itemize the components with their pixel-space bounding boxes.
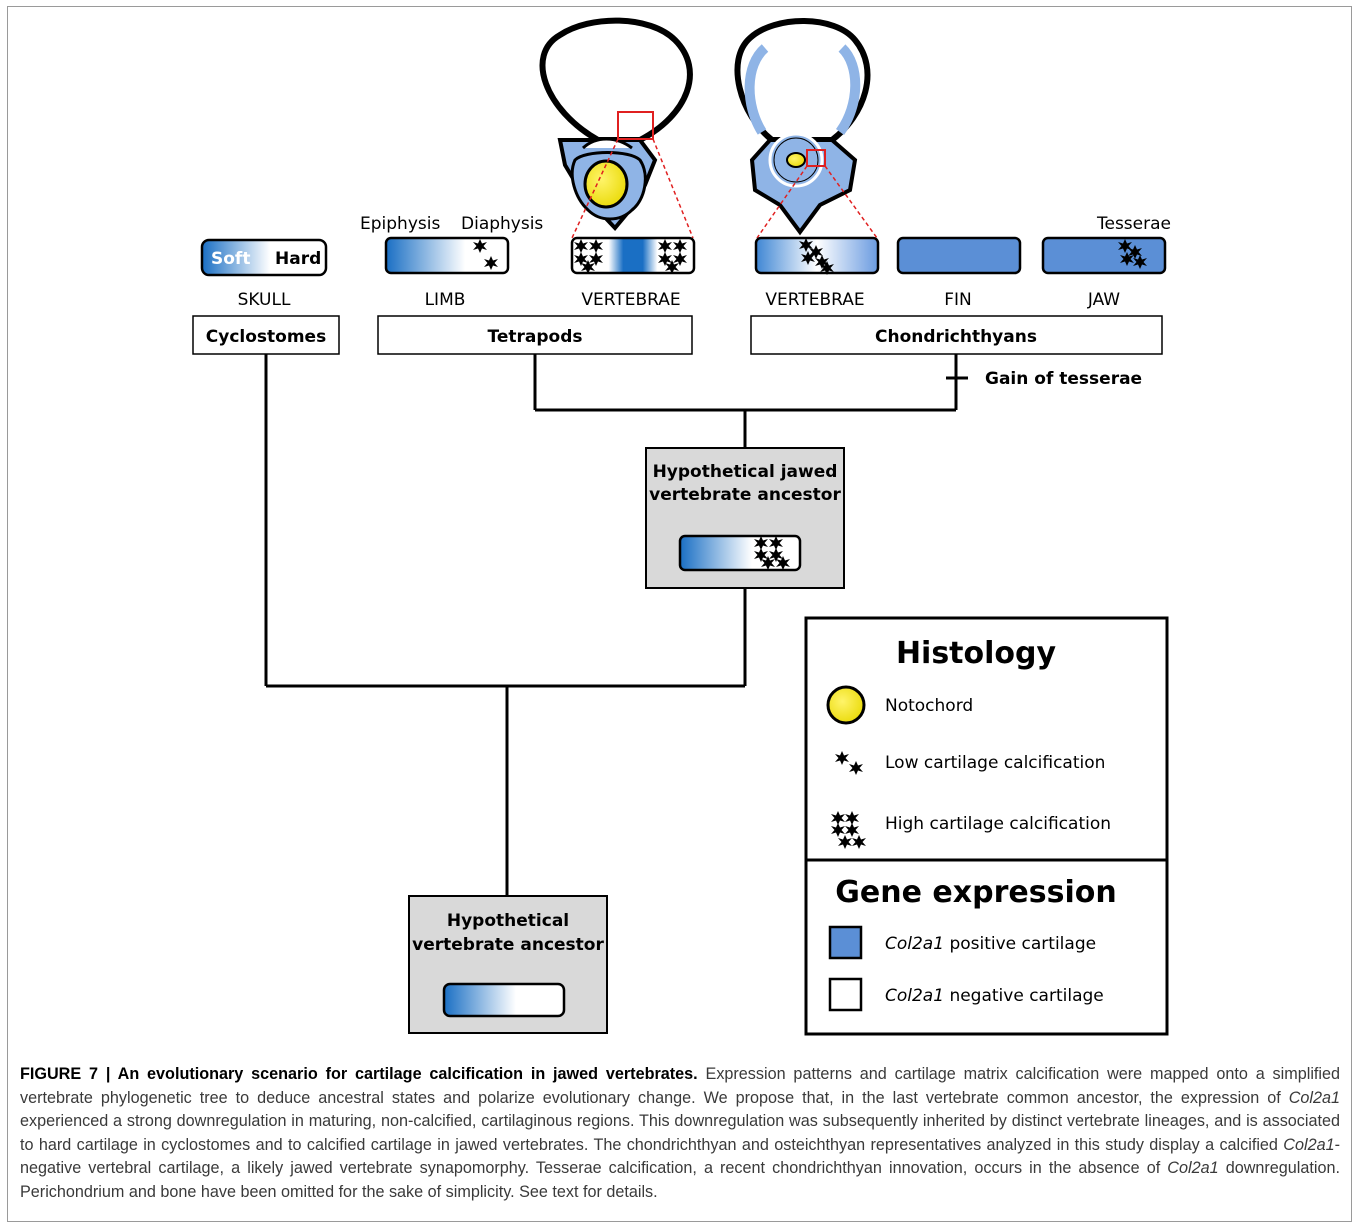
negative-label: Col2a1 negative cartilage xyxy=(885,986,1104,1006)
cyclostomes-box xyxy=(192,315,340,355)
caption-label: FIGURE 7 | xyxy=(20,1065,118,1083)
histology-title: Histology xyxy=(896,636,1057,671)
tetrapod-vertebrae-bar xyxy=(570,236,696,275)
figure-caption: FIGURE 7 | An evolutionary scenario for … xyxy=(20,1065,1341,1201)
tissue-vertebrae-tetrapod: VERTEBRAE xyxy=(581,290,680,310)
chondrichthyan-vertebrae-bar xyxy=(754,236,880,275)
skull-bar: Soft Hard xyxy=(200,238,328,277)
tissue-limb: LIMB xyxy=(425,290,466,310)
fin-bar xyxy=(896,236,1022,275)
tissue-vertebrae-chondrichthyan: VERTEBRAE xyxy=(765,290,864,310)
positive-swatch xyxy=(828,925,863,960)
tesserae-label: Tesserae xyxy=(1096,214,1171,234)
vertebrate-ancestor-box: Hypothetical vertebrate ancestor xyxy=(408,895,608,1034)
chondrichthyans-box xyxy=(750,315,1163,355)
jawed-ancestor-box: Hypothetical jawed vertebrate ancestor xyxy=(645,447,845,589)
negative-swatch xyxy=(828,977,863,1012)
cyclostomes-label: Cyclostomes xyxy=(206,327,326,347)
gene-expression-title: Gene expression xyxy=(835,875,1116,910)
chondrichthyans-label: Chondrichthyans xyxy=(875,327,1037,347)
tetrapods-box xyxy=(377,315,693,355)
tissue-jaw: JAW xyxy=(1087,290,1120,310)
caption-title: An evolutionary scenario for cartilage c… xyxy=(117,1065,698,1083)
diaphysis-label: Diaphysis xyxy=(461,214,543,234)
notochord-label: Notochord xyxy=(885,696,973,716)
figure-frame xyxy=(7,6,1352,1222)
low-calc-label: Low cartilage calcification xyxy=(885,753,1105,773)
positive-label: Col2a1 positive cartilage xyxy=(885,934,1096,954)
gain-of-tesserae-label: Gain of tesserae xyxy=(985,369,1142,389)
svg-text:Hypothetical jawed: Hypothetical jawed xyxy=(653,462,838,482)
high-calc-label: High cartilage calcification xyxy=(885,814,1111,834)
soft-label: Soft xyxy=(211,249,250,269)
notochord-swatch xyxy=(826,685,866,725)
hard-label: Hard xyxy=(275,249,321,269)
epiphysis-label: Epiphysis xyxy=(360,214,440,234)
phylogenetic-tree xyxy=(264,354,968,896)
svg-text:vertebrate ancestor: vertebrate ancestor xyxy=(412,935,604,955)
limb-bar xyxy=(384,236,510,275)
legend: Histology Notochord Low cartilage calcif… xyxy=(804,616,1169,1036)
svg-text:vertebrate ancestor: vertebrate ancestor xyxy=(649,485,841,505)
tissue-fin: FIN xyxy=(944,290,972,310)
tissue-skull: SKULL xyxy=(238,290,291,310)
figure-diagram: Soft Hard Epiphysis Diaphysis Tesserae S… xyxy=(192,17,1171,1036)
tetrapod-vertebra-section xyxy=(539,17,693,232)
zoom-lines xyxy=(571,138,878,239)
tetrapods-label: Tetrapods xyxy=(488,327,583,347)
svg-text:Hypothetical: Hypothetical xyxy=(447,911,569,931)
jaw-bar xyxy=(1041,236,1167,275)
chondrichthyan-vertebra-section xyxy=(734,18,871,236)
